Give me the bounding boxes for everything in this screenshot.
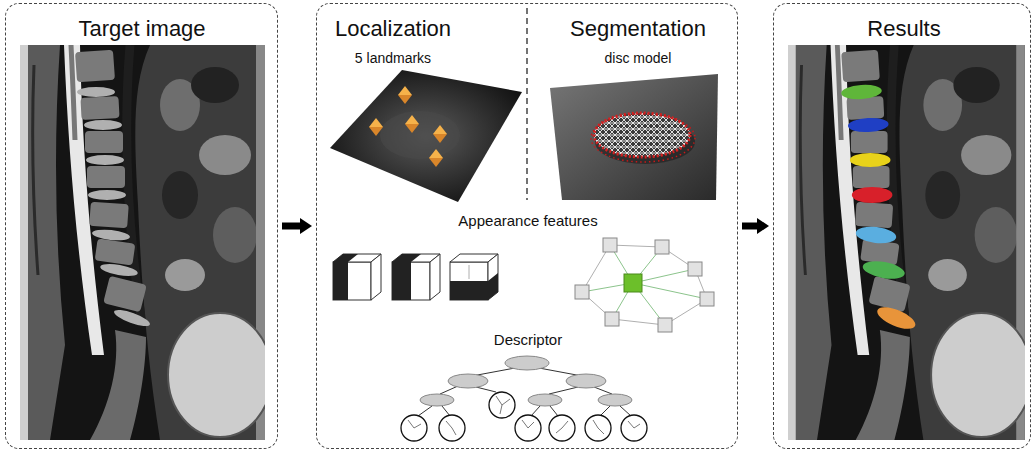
landmark (433, 125, 447, 134)
panel-heading: Results (867, 16, 940, 41)
panel-divider (526, 8, 528, 200)
feature-cube (333, 262, 371, 300)
flow-arrow (282, 223, 300, 230)
panel-subtitle: disc model (605, 50, 672, 66)
descriptor-tree (401, 356, 647, 441)
feature-dark (333, 254, 358, 262)
feature-dark (392, 262, 411, 300)
panel-box: Results (773, 3, 1031, 449)
panel-heading: Segmentation (570, 16, 706, 41)
landmark (405, 124, 419, 133)
graph-cube (575, 285, 589, 299)
landmark (369, 127, 383, 136)
tree-branch (418, 368, 631, 416)
landmark (429, 149, 443, 158)
graph-cube (700, 292, 714, 306)
mri-image (788, 45, 1032, 440)
segmented-discs (841, 84, 918, 334)
landmark (398, 95, 412, 104)
panel-subtitle: 5 landmarks (355, 50, 431, 66)
graph-edge (582, 245, 707, 325)
landmark (369, 118, 383, 127)
panel-heading: Target image (78, 16, 205, 41)
landmark (433, 134, 447, 143)
graph-cube (655, 240, 669, 254)
feature-dark (392, 254, 421, 262)
graph-cube (603, 238, 617, 252)
localization-slice (330, 70, 522, 202)
feature-guide (469, 265, 470, 279)
tree-node (598, 394, 632, 406)
panel-subtitle: Appearance features (458, 212, 597, 229)
vertebra-section (380, 111, 460, 159)
disc-label (841, 84, 882, 101)
landmark (405, 115, 419, 124)
landmark (398, 86, 412, 95)
graph-cube (605, 312, 619, 326)
feature-cube (392, 262, 430, 300)
feature-cube (488, 254, 498, 300)
tree-node (420, 394, 454, 406)
segmentation-slice (550, 74, 718, 200)
disc-label (848, 117, 889, 133)
disc-label (852, 187, 893, 203)
panel-subtitle: Descriptor (494, 331, 562, 348)
graph-cube (688, 262, 702, 276)
tree-node (566, 374, 606, 388)
feature-dark (450, 281, 488, 300)
mri-image (20, 45, 272, 440)
tree-node (528, 394, 562, 406)
disc-label (855, 225, 897, 245)
feature-cube (371, 254, 381, 300)
leaf-histogram (408, 396, 640, 435)
feature-cube (430, 254, 440, 300)
feature-cube (450, 262, 488, 300)
landmarks (369, 86, 447, 167)
panel-box: Localization Segmentation 5 landmarks disc … (316, 3, 738, 449)
disc-boundary-points (591, 114, 695, 162)
disc-label (861, 258, 906, 281)
graph-edge (582, 245, 707, 325)
tree-node (448, 374, 488, 388)
context-graph (575, 238, 714, 332)
graph-cube (658, 318, 672, 332)
panel-box: Target image (5, 3, 278, 449)
flow-arrow (742, 223, 757, 230)
feature-dark (333, 262, 348, 300)
tree-node (505, 356, 549, 370)
disc-label (875, 303, 918, 334)
haar-features (333, 254, 498, 300)
feature-dark (488, 273, 498, 300)
center-cube (624, 274, 642, 292)
disc-label (850, 153, 891, 167)
panel-heading: Localization (335, 16, 451, 41)
landmark (429, 158, 443, 167)
